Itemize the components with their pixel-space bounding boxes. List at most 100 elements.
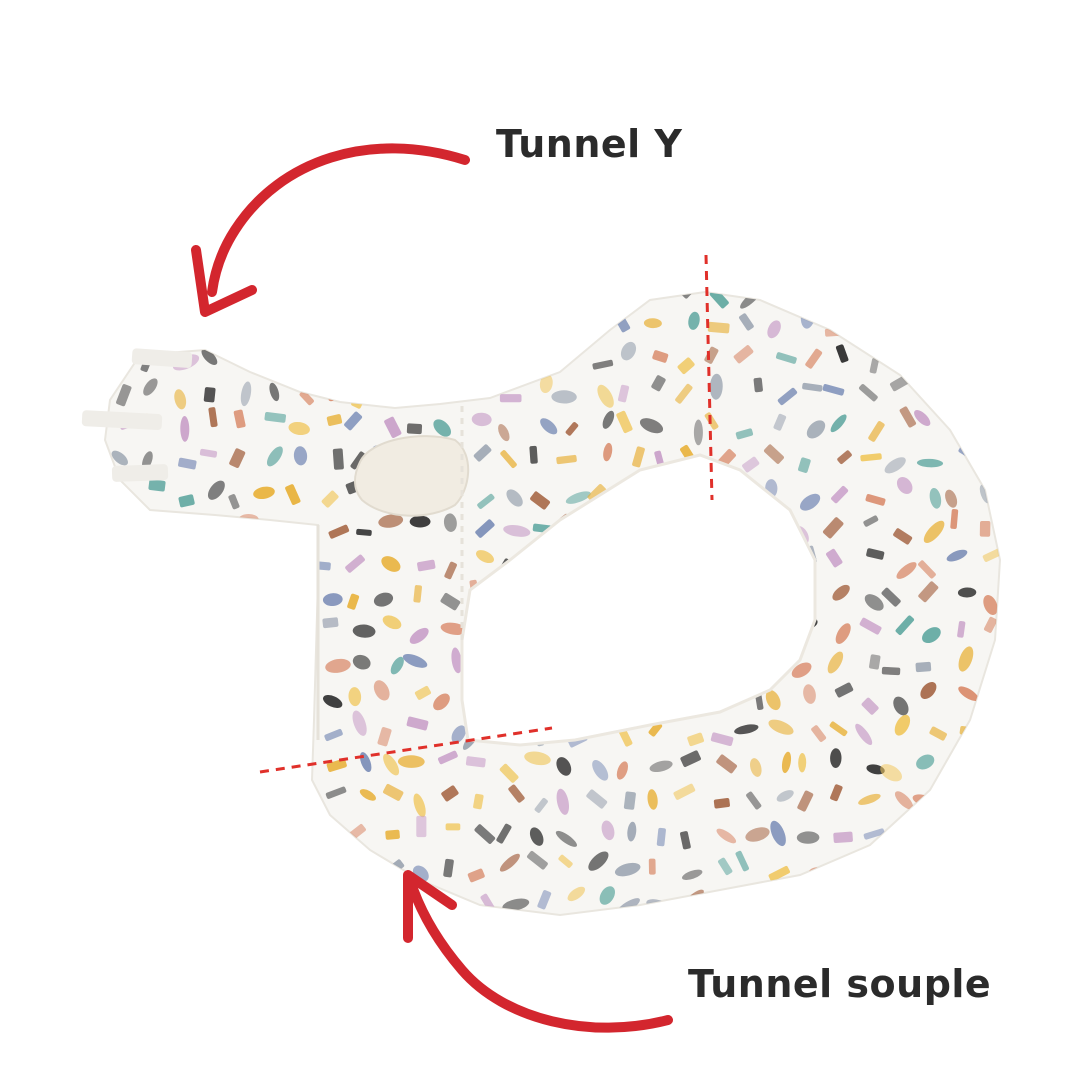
pattern-motif: [83, 813, 103, 841]
pattern-motif: [527, 850, 548, 870]
pattern-motif: [221, 347, 246, 357]
pattern-motif: [687, 732, 705, 747]
pattern-motif: [116, 486, 126, 505]
pattern-motif: [268, 824, 287, 835]
pattern-motif: [235, 896, 251, 913]
pattern-motif: [326, 414, 343, 426]
pattern-motif: [982, 320, 998, 338]
pattern-motif: [496, 823, 512, 844]
arrow-tunnel-y: [191, 143, 470, 317]
pattern-motif: [781, 751, 792, 774]
pattern-motif: [105, 514, 109, 528]
pattern-motif: [253, 486, 275, 500]
pattern-motif: [680, 831, 691, 850]
pattern-motif: [763, 444, 784, 464]
pattern-motif: [681, 869, 703, 880]
pattern-motif: [677, 357, 695, 375]
pattern-motif: [322, 292, 335, 309]
pattern-motif: [477, 493, 495, 509]
pattern-motif: [623, 791, 636, 810]
pattern-motif: [406, 716, 429, 731]
pattern-motif: [293, 856, 310, 875]
pattern-motif: [884, 457, 906, 474]
pattern-motif: [283, 594, 302, 611]
pattern-motif: [506, 489, 523, 507]
pattern-motif: [117, 311, 134, 334]
pattern-motif: [929, 487, 942, 509]
pattern-motif: [798, 457, 811, 473]
pattern-motif: [863, 515, 879, 527]
pattern-motif: [266, 446, 283, 467]
pattern-motif: [252, 650, 272, 665]
pattern-motif: [565, 491, 591, 504]
pattern-motif: [987, 731, 1000, 746]
pattern-motif: [381, 556, 401, 572]
pattern-motif: [586, 789, 608, 809]
pattern-motif: [917, 312, 934, 335]
pattern-motif: [173, 547, 187, 574]
pattern-motif: [318, 349, 333, 367]
pattern-motif: [283, 292, 301, 295]
pattern-motif: [327, 829, 345, 848]
pattern-motif: [79, 592, 106, 617]
pattern-motif: [859, 384, 878, 402]
pattern-motif: [716, 754, 737, 774]
pattern-motif: [916, 754, 935, 770]
pattern-motif: [680, 750, 701, 767]
pattern-motif: [324, 729, 343, 741]
pattern-motif: [592, 759, 609, 781]
pattern-motif: [350, 451, 366, 470]
pattern-motif: [178, 457, 197, 470]
pattern-motif: [288, 551, 312, 571]
pattern-motif: [208, 407, 218, 428]
pattern-motif: [257, 686, 274, 699]
pattern-motif: [79, 280, 100, 301]
strap-ends: [81, 348, 193, 482]
pattern-motif: [837, 860, 846, 878]
pattern-motif: [378, 271, 405, 291]
pattern-motif: [499, 853, 520, 872]
pattern-motif: [473, 793, 484, 810]
pattern-motif: [961, 379, 976, 397]
pattern-motif: [85, 317, 103, 330]
pattern-motif: [475, 519, 495, 538]
pattern-motif: [859, 617, 882, 635]
pattern-motif: [379, 890, 397, 898]
pattern-motif: [465, 756, 486, 768]
pattern-motif: [923, 292, 937, 294]
pattern-motif: [953, 795, 969, 821]
pattern-motif: [443, 858, 454, 878]
pattern-motif: [451, 725, 466, 743]
pattern-motif: [499, 763, 519, 783]
pattern-motif: [356, 528, 372, 536]
pattern-motif: [292, 902, 317, 915]
pattern-motif: [383, 783, 404, 801]
pattern-motif: [326, 758, 347, 772]
pattern-motif: [857, 854, 875, 874]
pattern-motif: [555, 830, 577, 847]
pattern-motif: [225, 725, 245, 746]
pattern-motif: [71, 623, 99, 646]
pattern-motif: [262, 727, 282, 740]
pattern-motif: [556, 454, 577, 465]
pattern-motif: [332, 448, 344, 470]
pattern-motif: [325, 658, 351, 673]
pattern-motif: [865, 493, 886, 506]
pattern-motif: [231, 553, 253, 574]
pattern-motif: [174, 389, 187, 410]
pattern-motif: [739, 313, 754, 331]
pattern-motif: [529, 445, 538, 464]
pattern-motif: [656, 827, 666, 847]
pattern-motif: [750, 758, 762, 777]
pattern-motif: [471, 352, 488, 365]
pattern-motif: [537, 890, 552, 910]
pattern-motif: [400, 386, 422, 401]
pattern-motif: [565, 422, 579, 436]
pattern-motif: [105, 885, 122, 905]
pattern-motif: [197, 763, 219, 773]
pattern-motif: [201, 348, 218, 365]
pattern-motif: [175, 588, 186, 612]
pattern-motif: [915, 661, 932, 673]
pattern-motif: [675, 383, 693, 404]
